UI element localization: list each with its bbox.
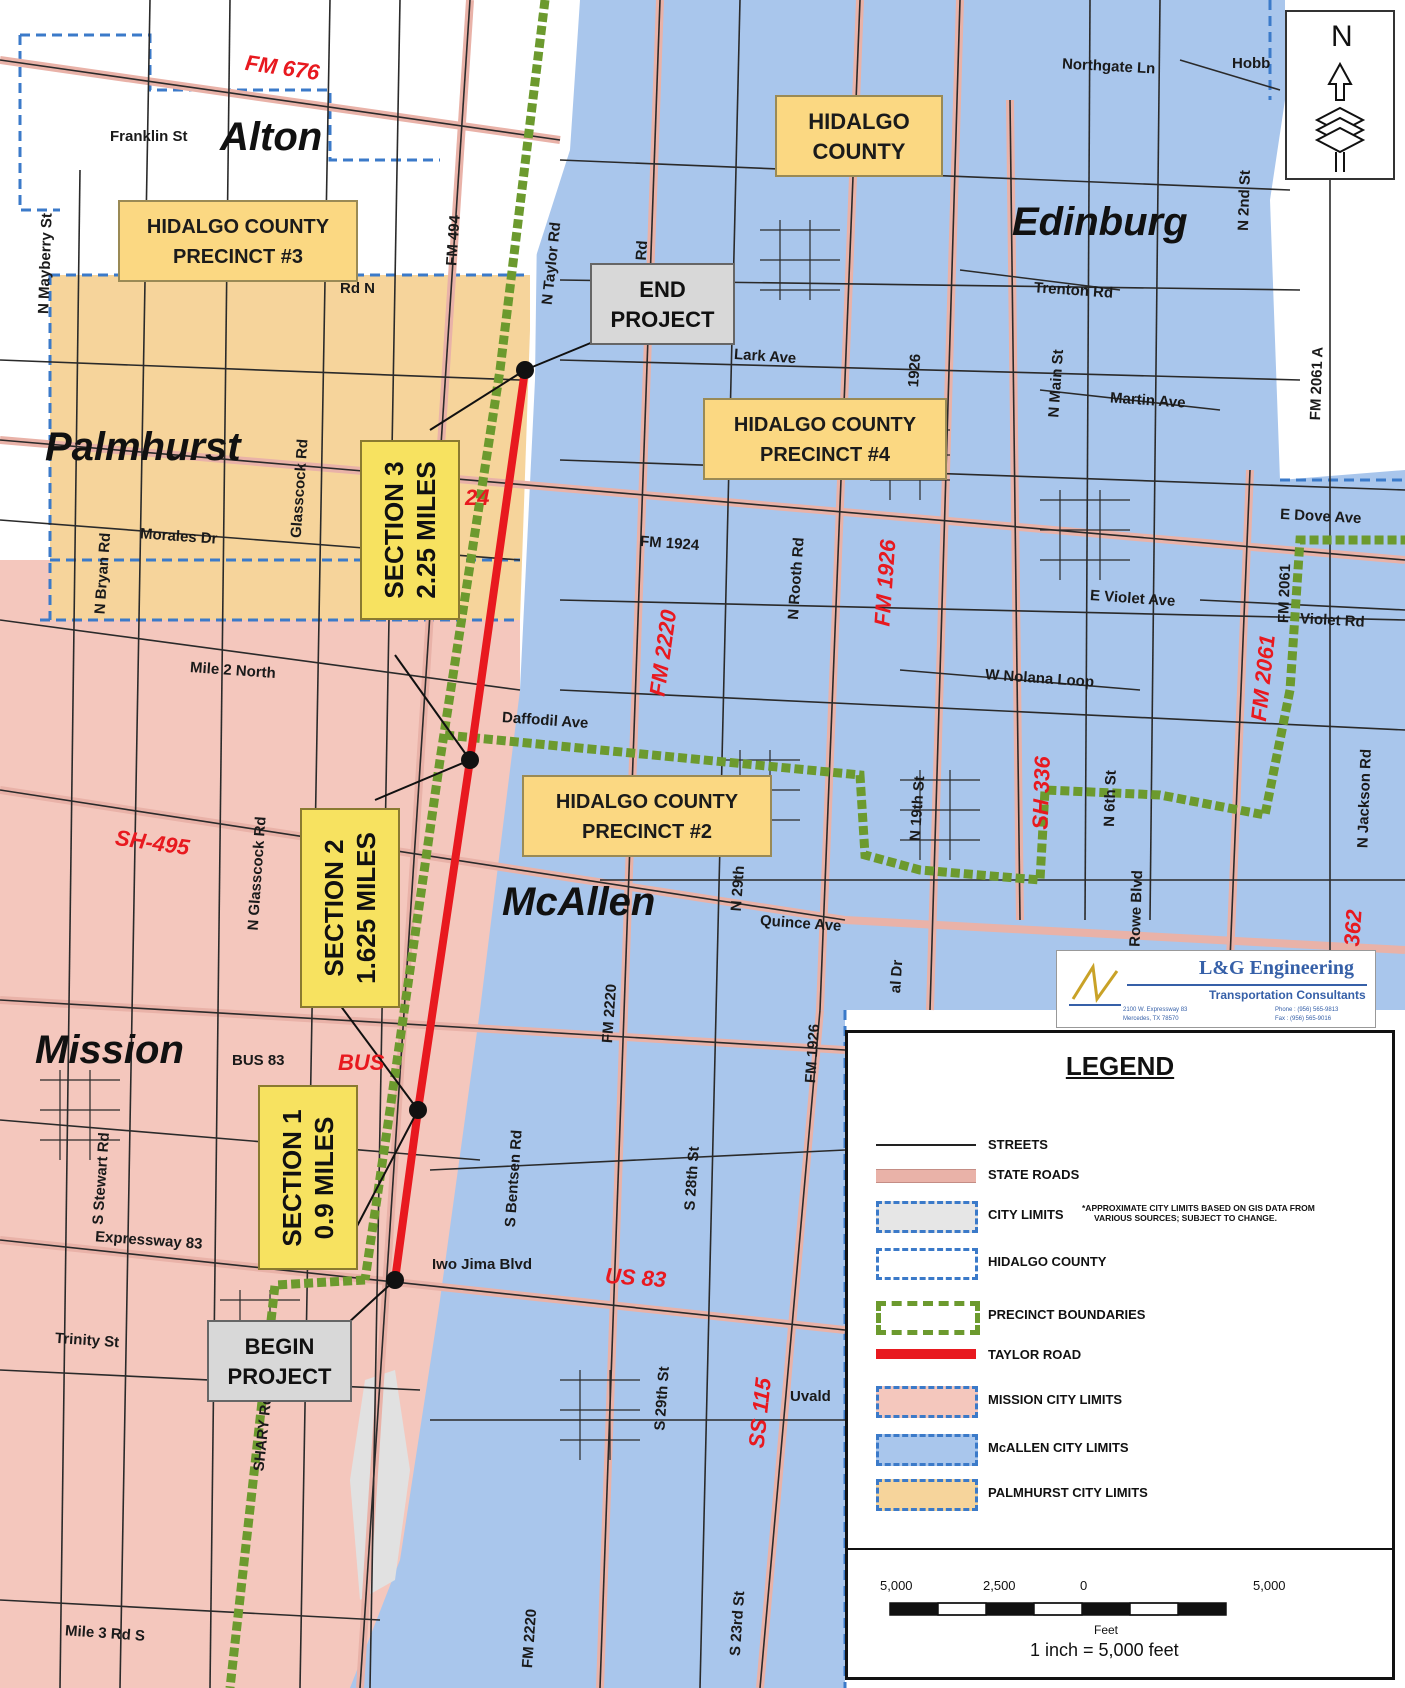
city-label-edinburg: Edinburg [1012, 200, 1188, 244]
logo-phone: Phone : (956) 565-9813 [1275, 1007, 1339, 1013]
street-label-n29th: N 29th [727, 865, 749, 912]
street-label-hobbs: Hobb [1232, 55, 1271, 72]
scale-tick-label: 5,000 [1253, 1578, 1286, 1593]
scale-tick-label: 2,500 [983, 1578, 1016, 1593]
logo-rule [1127, 984, 1367, 986]
logo-fax: Fax : (956) 565-9016 [1275, 1016, 1332, 1022]
scale-ratio: 1 inch = 5,000 feet [1030, 1640, 1179, 1660]
logo-subtitle: Transportation Consultants [1209, 988, 1366, 1002]
legend-divider [848, 1548, 1392, 1550]
street-label-rowe: Rowe Blvd [1126, 869, 1147, 948]
city-label-alton: Alton [220, 115, 323, 159]
leader-lines [334, 334, 611, 1336]
street-label-fm2061b: FM 2061 [1275, 563, 1295, 624]
street-label-franklin: Franklin St [110, 128, 188, 145]
north-arrow: N [1285, 10, 1395, 180]
legend-title: LEGEND [1065, 1051, 1175, 1081]
city-label-mission: Mission [35, 1028, 184, 1072]
logo-name: L&G Engineering [1199, 957, 1355, 979]
street-label-n6th: N 6th St [1100, 769, 1120, 828]
street-label-fm494: FM 494 [443, 214, 464, 267]
street-label-aldr: al Dr [887, 959, 907, 994]
road-label-362: 362 [1339, 908, 1367, 948]
scale-tick-label: 5,000 [880, 1578, 913, 1593]
street-label-n2nd: N 2nd St [1234, 169, 1254, 232]
north-letter: N [1331, 20, 1353, 53]
street-label-rd-top: Rd [632, 239, 652, 262]
city-label-palmhurst: Palmhurst [45, 425, 241, 469]
street-label-njackson: N Jackson Rd [1354, 748, 1375, 849]
street-label-1926: 1926 [905, 353, 925, 388]
scale-tick-label: 0 [1080, 1578, 1088, 1593]
street-label-bus83: BUS 83 [232, 1052, 285, 1069]
legend-panel: LEGEND STREETS STATE ROADS CITY LIMITS *… [845, 1030, 1395, 1680]
precinct-boundaries [225, 0, 1405, 1688]
logo-city: Mercedes, TX 78570 [1123, 1016, 1179, 1022]
scale-bar [889, 1602, 1227, 1616]
logo-emblem-icon [1069, 962, 1121, 1006]
street-label-violetrd: Violet Rd [1299, 610, 1366, 631]
north-arrow-icon [1314, 61, 1366, 172]
taylor-road [391, 369, 529, 1281]
scale-unit: Feet [1094, 1623, 1119, 1637]
logo-address: 2100 W. Expressway 83 [1123, 1007, 1188, 1013]
county-pocket [350, 1370, 410, 1600]
company-logo: L&G Engineering Transportation Consultan… [1056, 950, 1376, 1028]
road-label-24: 24 [465, 485, 490, 510]
street-label-rdn: Rd N [340, 280, 375, 297]
street-label-mayberry: N Mayberry St [35, 212, 56, 315]
street-label-fm2061a: FM 2061 A [1307, 346, 1327, 421]
street-label-iwojima: Iwo Jima Blvd [432, 1256, 533, 1273]
street-label-uvald: Uvald [790, 1388, 831, 1405]
road-label-sh336: SH 336 [1027, 755, 1055, 831]
hidalgo-county-area [0, 0, 580, 560]
road-label-us83: US 83 [604, 1262, 667, 1293]
road-label-bus: BUS [338, 1050, 385, 1075]
city-label-mcallen: McAllen [502, 880, 656, 924]
